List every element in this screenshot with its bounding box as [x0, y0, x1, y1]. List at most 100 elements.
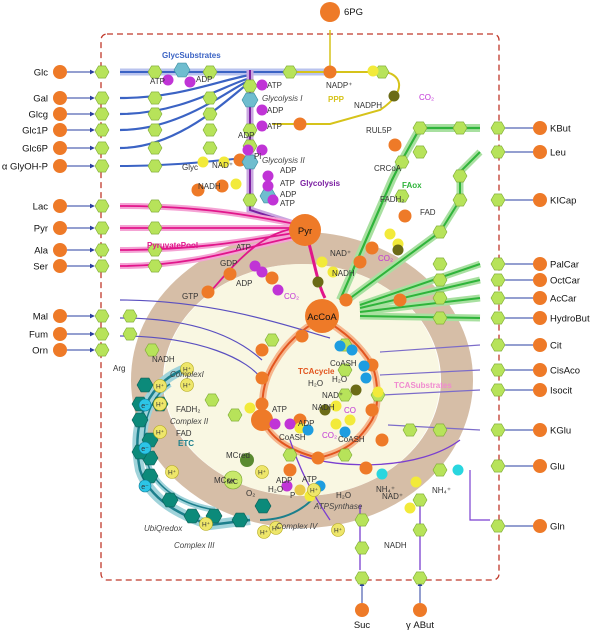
connector-node: [242, 123, 258, 137]
label-crcoa: CRCoA: [374, 164, 402, 173]
proton-label: H⁺: [272, 526, 281, 533]
connector-node: [147, 259, 163, 273]
connector-node: [147, 91, 163, 105]
connector-node: [354, 571, 370, 585]
connector-node: [94, 259, 110, 273]
cofactor-label: Pi: [254, 152, 261, 161]
cofactor-label: ATP: [302, 475, 317, 484]
input-label-suc: Suc: [354, 620, 371, 631]
connector-node: [490, 363, 506, 377]
cofactor-label: ADP: [196, 75, 212, 84]
cofactor-label: FADH₂: [380, 195, 404, 204]
input-node-hydrobut: [533, 311, 547, 325]
label-complex-ii: Complex II: [170, 417, 209, 426]
input-node-glcg: [53, 107, 67, 121]
label-co2-ppp: CO₂: [419, 93, 434, 102]
input-label-glc: Glc: [34, 68, 49, 79]
connector-node: [147, 107, 163, 121]
cofactor-node: [372, 386, 384, 398]
cofactor-node: [319, 404, 331, 416]
cofactor-label: NADH: [152, 355, 175, 364]
cofactor-label: NH₄⁺: [376, 485, 395, 494]
connector-node: [94, 221, 110, 235]
label-faox: FAox: [402, 181, 422, 190]
input-label-pyr: Pyr: [34, 224, 48, 235]
electron-label: e⁻: [141, 446, 149, 453]
node-accoa: AcCoA: [305, 299, 339, 333]
connector-node: [432, 291, 448, 305]
connector-node: [242, 193, 258, 207]
label-complex-iv: Complex IV: [276, 522, 318, 531]
input-label-isocit: Isocit: [550, 386, 573, 397]
cofactor-label: H₂O: [332, 375, 347, 384]
metabolite-node: [365, 403, 379, 417]
cofactor-label: ATP: [267, 122, 282, 131]
metabolite-node: [255, 343, 269, 357]
metabolite-nodes: [191, 65, 412, 477]
cofactor-node: [269, 418, 281, 430]
proton-node: [331, 523, 345, 537]
proton-label: H⁺: [156, 402, 165, 409]
input-node-kicap: [533, 193, 547, 207]
connector-node: [452, 193, 468, 207]
input-node-accar: [533, 291, 547, 305]
cofactor-node: [404, 502, 416, 514]
input-node-cisaco: [533, 363, 547, 377]
connector-node: [490, 459, 506, 473]
label-tca-cycle: TCAcycle: [298, 367, 335, 376]
input-label-gln: Gln: [550, 522, 565, 533]
cofactor-node: [256, 144, 268, 156]
cofactor-label: ADP: [298, 419, 314, 428]
input-node-mal: [53, 309, 67, 323]
connector-node: [147, 141, 163, 155]
connector-node: [94, 159, 110, 173]
label-ru5p: RUL5P: [366, 126, 392, 135]
etc-complex-node: [131, 412, 149, 428]
connector-node: [490, 193, 506, 207]
electron-node: [138, 441, 152, 455]
input-node-glu: [533, 459, 547, 473]
connector-node: [202, 141, 218, 155]
connector-node: [432, 463, 448, 477]
label-etc: ETC: [178, 439, 194, 448]
cofactor-node: [410, 476, 422, 488]
connector-nodes: [94, 65, 506, 585]
connector-node: [432, 225, 448, 239]
cofactor-label: ATP: [280, 179, 295, 188]
connector-node: [432, 423, 448, 437]
enzyme-node: [241, 92, 259, 108]
input-node-gln: [533, 519, 547, 533]
label-atp-synthase: ATPSynthase: [313, 502, 363, 511]
connector-node: [354, 513, 370, 527]
connector-node: [202, 107, 218, 121]
input-label-glc6p: Glc6P: [22, 144, 48, 155]
pathway-pyruvate-pool: [119, 203, 327, 299]
metabolite-node: [388, 138, 402, 152]
proton-node: [153, 425, 167, 439]
input-node-glyoh-p: [53, 159, 67, 173]
label-pyruvate-pool: PyruvatePool: [147, 241, 198, 250]
label-complex-iii: Complex III: [174, 541, 215, 550]
connector-node: [490, 423, 506, 437]
input-node-octcar: [533, 273, 547, 287]
cofactor-label: P: [290, 491, 295, 500]
connector-node: [452, 121, 468, 135]
node-pyr: Pyr: [289, 214, 321, 246]
connector-node: [94, 107, 110, 121]
cofactor-label: ADP: [280, 166, 296, 175]
cofactor-node: [230, 178, 242, 190]
input-node-gal: [53, 91, 67, 105]
cofactor-node: [281, 480, 293, 492]
cofactor-label: ADP: [236, 279, 252, 288]
proton-label: H⁺: [183, 367, 192, 374]
input-lines: [67, 69, 533, 603]
cofactor-node: [162, 74, 174, 86]
input-label-glu: Glu: [550, 462, 565, 473]
proton-node: [269, 521, 283, 535]
proton-label: H⁺: [334, 528, 343, 535]
metabolite-node: [323, 65, 337, 79]
etc-complex-node: [161, 492, 179, 508]
cofactor-label: NH₄⁺: [432, 486, 451, 495]
cofactor-node: [344, 414, 356, 426]
